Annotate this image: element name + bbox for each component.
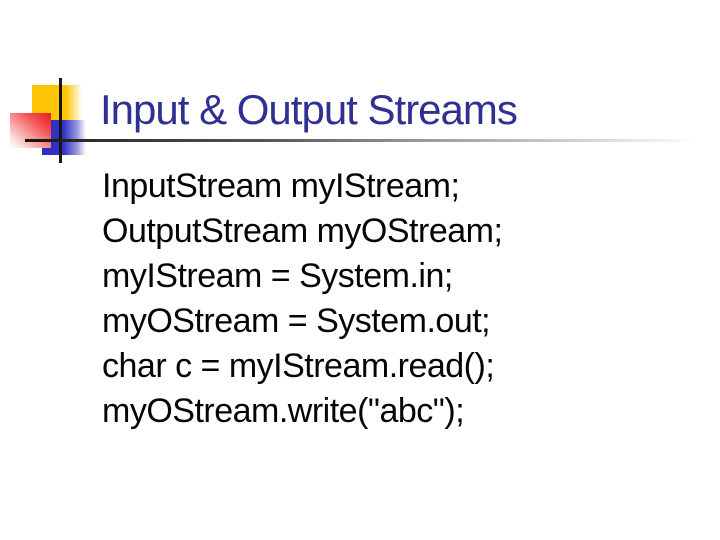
code-line: myIStream = System.in; [102, 257, 453, 295]
code-line: myOStream = System.out; [102, 302, 491, 340]
code-line: myOStream.write("abc"); [102, 392, 465, 430]
code-line: char c = myIStream.read(); [102, 347, 495, 385]
title-underline [25, 139, 712, 142]
red-accent-square [10, 113, 51, 148]
code-line: InputStream myIStream; [102, 167, 460, 205]
crosshair-vertical-line [59, 78, 62, 163]
slide-body: InputStream myIStream; OutputStream myOS… [102, 164, 503, 434]
slide-title: Input & Output Streams [100, 86, 518, 133]
code-line: OutputStream myOStream; [102, 212, 503, 250]
